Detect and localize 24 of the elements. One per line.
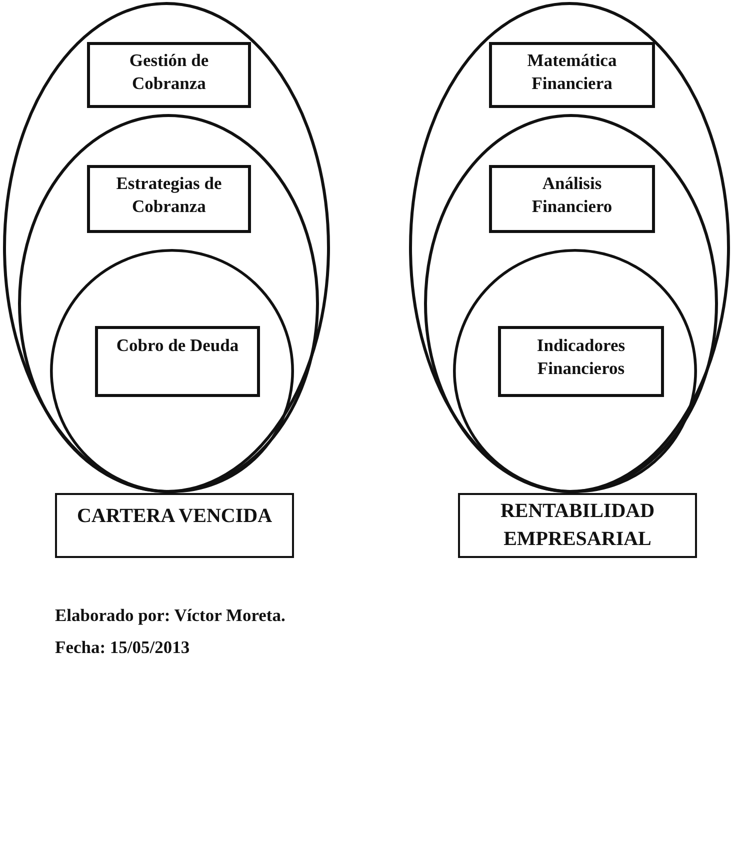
- footnote-text: Fecha: 15/05/2013: [55, 636, 190, 658]
- circle-frame: [453, 249, 697, 493]
- oval-frame: [409, 2, 730, 493]
- concept-label: Cobro de Deuda: [116, 334, 239, 357]
- concept-box: [489, 165, 655, 233]
- concept-label: Matemática Financiera: [526, 49, 618, 95]
- oval-frame: [18, 114, 319, 493]
- concept-box: [489, 42, 655, 108]
- variable-box: [55, 493, 294, 558]
- concept-box: [87, 165, 251, 233]
- variable-box: [458, 493, 697, 558]
- concept-label: CARTERA VENCIDA: [76, 504, 272, 529]
- oval-frame: [3, 2, 330, 493]
- oval-frame: [424, 114, 718, 493]
- concept-box: [95, 326, 260, 397]
- concept-label: RENTABILIDAD EMPRESARIAL: [499, 499, 656, 552]
- concept-box: [87, 42, 251, 108]
- circle-frame: [50, 249, 294, 493]
- concept-label: Indicadores Financieros: [536, 334, 626, 380]
- footnote-text: Elaborado por: Víctor Moreta.: [55, 604, 286, 626]
- concept-label: Análisis Financiero: [530, 172, 614, 218]
- concept-box: [498, 326, 664, 397]
- concept-label: Estrategias de Cobranza: [115, 172, 223, 218]
- concept-label: Gestión de Cobranza: [128, 49, 210, 95]
